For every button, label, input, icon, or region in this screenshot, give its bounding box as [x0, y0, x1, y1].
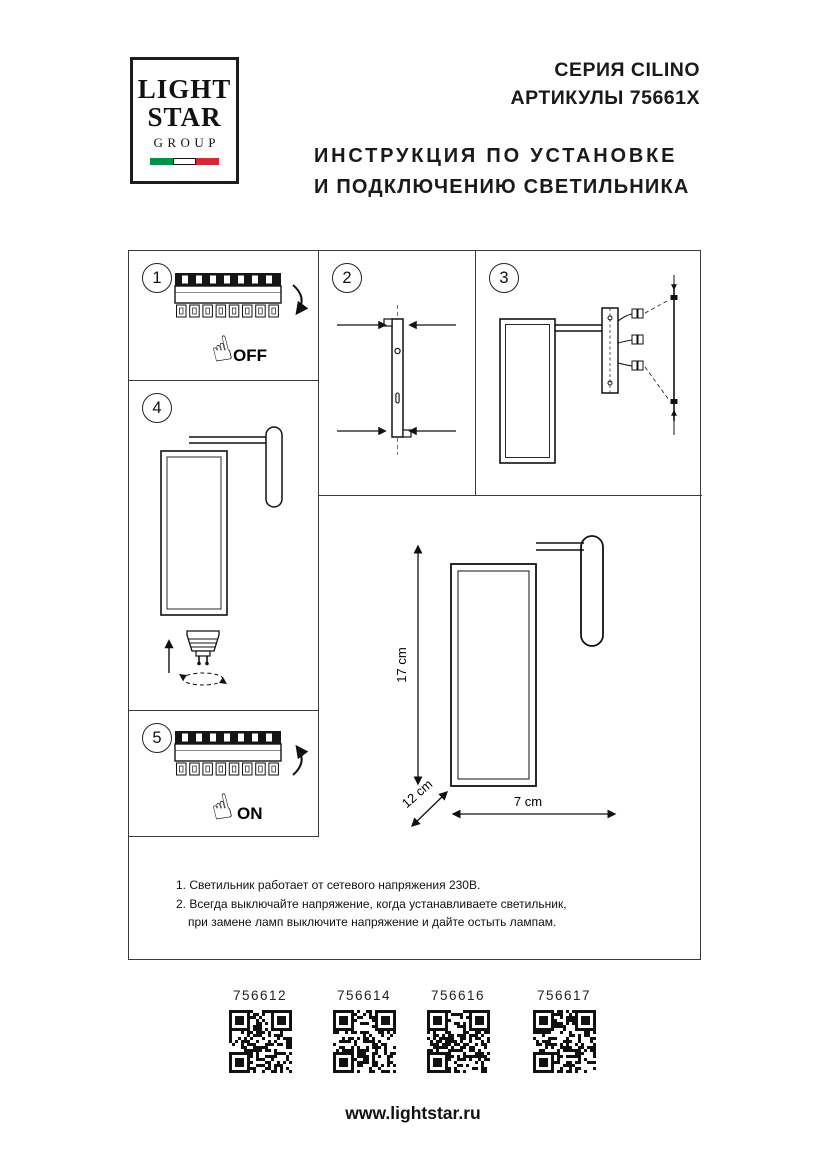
product-article-label: 756612	[232, 988, 288, 1003]
logo-text-light: LIGHT	[137, 73, 232, 104]
depth-dimension-label: 12 cm	[399, 776, 436, 811]
step5-number-badge: 5	[142, 723, 172, 753]
on-label: ON	[237, 804, 263, 823]
step4-number: 4	[152, 398, 162, 417]
step1-number: 1	[152, 268, 162, 287]
step2-panel: 2	[319, 251, 476, 496]
height-dimension-label: 17 cm	[394, 647, 409, 682]
qr-code	[332, 1009, 396, 1073]
instruction-title-line2: И ПОДКЛЮЧЕНИЮ СВЕТИЛЬНИКА	[314, 176, 690, 198]
depth-dimension-arrow	[411, 791, 448, 827]
switch-on-arrow	[292, 744, 309, 776]
qr-code	[532, 1009, 596, 1073]
step1-panel: 1	[129, 251, 319, 381]
qr-code	[228, 1009, 292, 1073]
step1-number-badge: 1	[142, 263, 172, 293]
pointing-hand-icon: ☝	[207, 786, 237, 830]
product-article-label: 756614	[336, 988, 392, 1003]
step3-number: 3	[499, 268, 509, 287]
lamp-assembly-diagram	[160, 426, 283, 686]
breaker-on-diagram: ☝ ON	[174, 731, 309, 830]
step5-number: 5	[152, 728, 162, 747]
product-article-label: 756617	[536, 988, 592, 1003]
installation-diagram-box: 1	[128, 250, 702, 960]
product-item: 756617	[528, 988, 600, 1073]
safety-notes: 1. Светильник работает от сетевого напря…	[176, 876, 567, 932]
wall-mounting-diagram	[499, 275, 678, 464]
product-item: 756614	[328, 988, 400, 1073]
product-item: 756616	[422, 988, 494, 1073]
step2-number: 2	[342, 268, 352, 287]
dimensions-panel: 17 cm 7 cm 12 cm	[319, 496, 702, 841]
lightstar-logo: LIGHT STAR GROUP	[130, 57, 239, 184]
flag-green-segment	[150, 158, 173, 166]
gu10-bulb	[179, 630, 227, 686]
step5-panel: 5	[129, 711, 319, 837]
pointing-hand-icon: ☝	[207, 328, 237, 372]
step3-panel: 3	[476, 251, 702, 496]
product-article-label: 756616	[430, 988, 486, 1003]
circuit-breaker-strip	[174, 273, 282, 318]
note-line-3: при замене ламп выключите напряжение и д…	[188, 915, 557, 930]
step3-number-badge: 3	[489, 263, 519, 293]
product-item: 756612	[224, 988, 296, 1073]
breaker-off-diagram: ☝ OFF	[174, 273, 309, 372]
mounting-bracket-diagram	[337, 305, 456, 455]
instruction-title: ИНСТРУКЦИЯ ПО УСТАНОВКЕ И ПОДКЛЮЧЕНИЮ СВ…	[314, 141, 690, 203]
note-line-2: 2. Всегда выключайте напряжение, когда у…	[176, 896, 567, 911]
off-label: OFF	[233, 346, 267, 365]
width-dimension-label: 7 cm	[514, 794, 542, 809]
circuit-breaker-strip	[174, 731, 282, 776]
logo-text-group: GROUP	[153, 135, 221, 151]
instruction-title-line1: ИНСТРУКЦИЯ ПО УСТАНОВКЕ	[314, 145, 678, 167]
series-title: СЕРИЯ CILINO	[554, 59, 700, 81]
note-line-1: 1. Светильник работает от сетевого напря…	[176, 878, 481, 892]
step4-number-badge: 4	[142, 393, 172, 423]
switch-off-arrow	[292, 284, 309, 316]
product-series-header: СЕРИЯ CILINO АРТИКУЛЫ 75661X	[511, 56, 700, 113]
flag-red-segment	[196, 158, 219, 166]
flag-white-segment	[173, 158, 196, 166]
step2-number-badge: 2	[332, 263, 362, 293]
qr-code	[426, 1009, 490, 1073]
articles-title: АРТИКУЛЫ 75661X	[510, 87, 700, 110]
dimensions-diagram: 17 cm 7 cm 12 cm	[394, 535, 617, 827]
website-url: www.lightstar.ru	[345, 1103, 481, 1123]
italian-flag-icon	[150, 158, 219, 166]
step4-panel: 4	[129, 381, 319, 711]
logo-text-star: STAR	[147, 101, 222, 132]
